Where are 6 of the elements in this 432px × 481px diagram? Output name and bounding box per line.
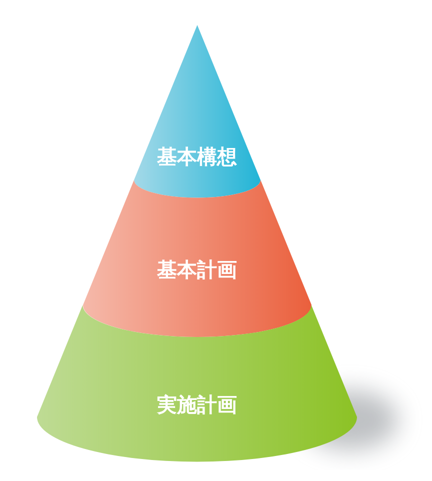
cone-tier [37,305,357,462]
cone-tier [134,25,260,198]
tier-label: 基本計画 [156,258,237,282]
tier-label: 基本構想 [156,146,237,168]
tier-label: 実施計画 [157,394,237,416]
cone-tier [82,180,312,337]
